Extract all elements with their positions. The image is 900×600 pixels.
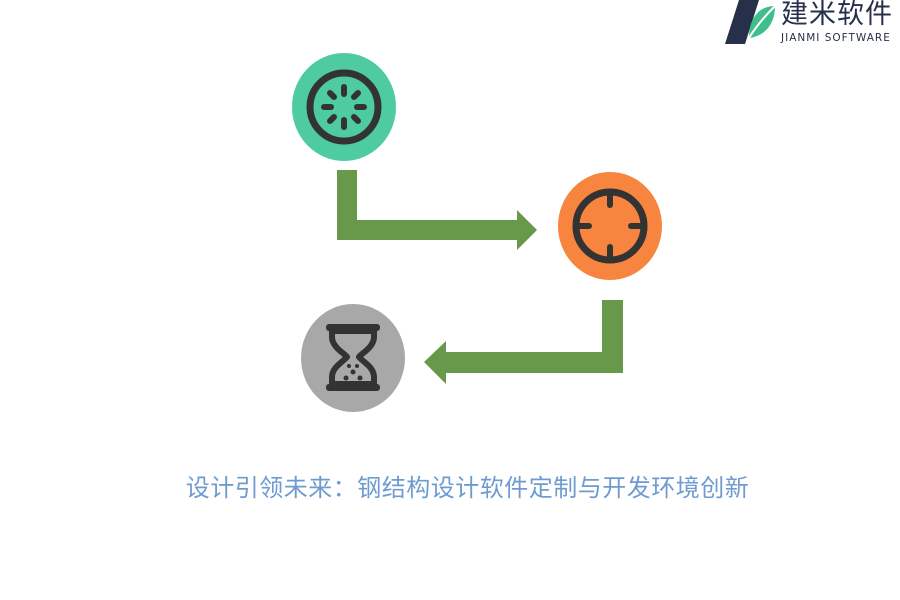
logo-mark-icon	[725, 0, 776, 44]
loading-spinner-icon	[306, 69, 382, 145]
crosshair-icon	[572, 188, 648, 264]
brand-logo[interactable]: 建米软件 JIANMI SOFTWARE	[725, 0, 900, 46]
arrow-target-to-wait	[424, 300, 623, 384]
hourglass-icon	[326, 324, 380, 391]
arrow-start-to-target	[337, 170, 537, 250]
brand-name-en: JIANMI SOFTWARE	[781, 32, 891, 44]
node-wait	[301, 304, 405, 412]
node-start	[292, 53, 396, 161]
node-target	[558, 172, 662, 280]
diagram-caption: 设计引领未来：钢结构设计软件定制与开发环境创新	[185, 474, 750, 502]
brand-name-cn: 建米软件	[781, 0, 893, 30]
